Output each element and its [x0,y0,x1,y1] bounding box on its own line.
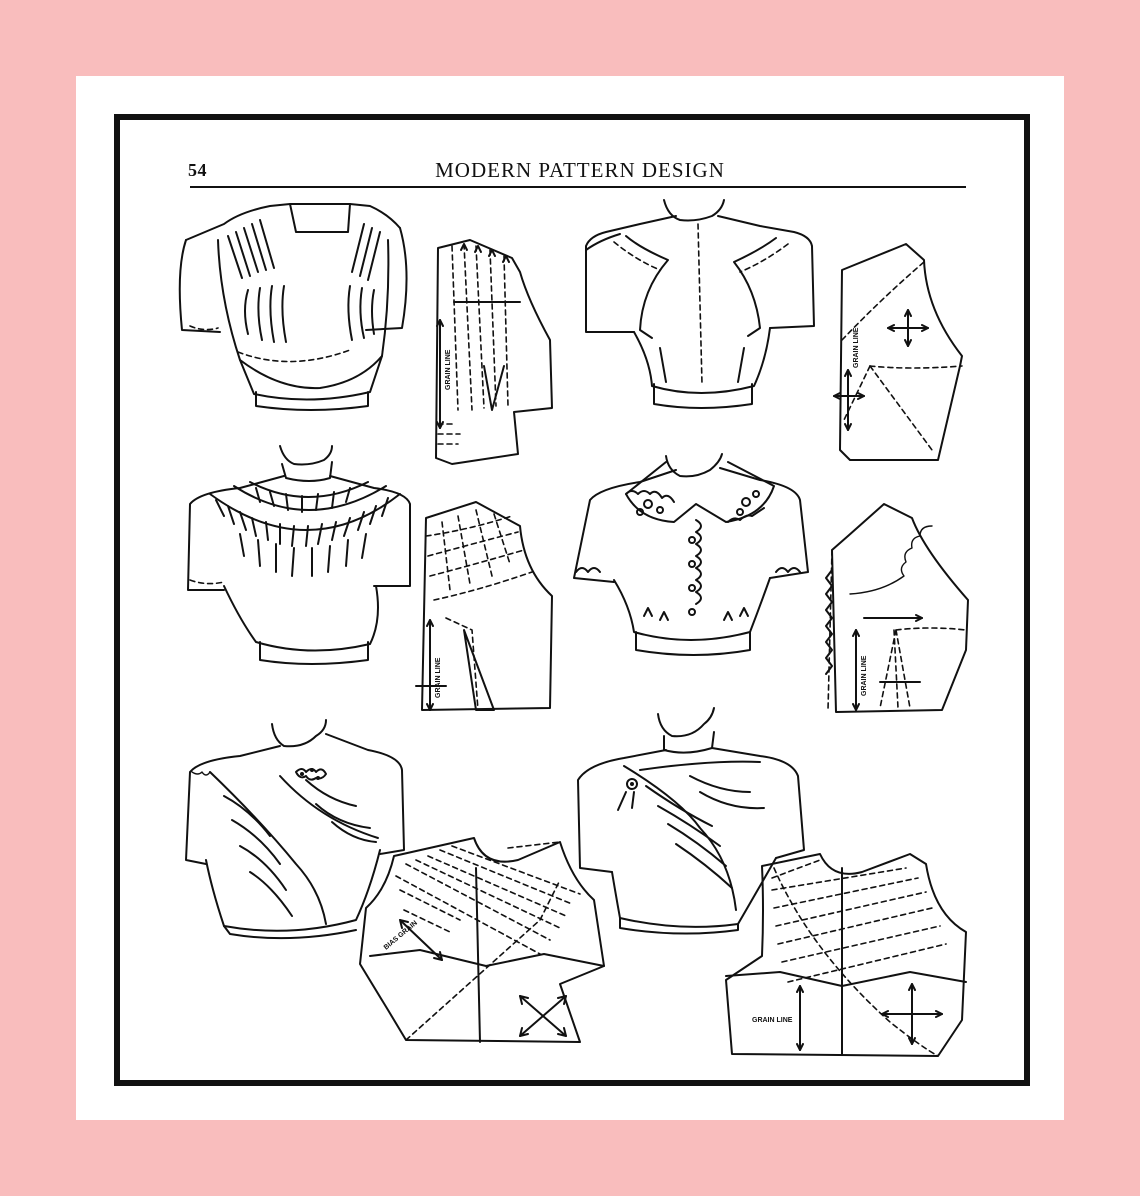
grain-line-label: GRAIN LINE [752,1017,793,1024]
pattern-piece-crossover-drape: BIAS GRAIN [359,837,605,1043]
grain-line-label: GRAIN LINE [853,327,860,368]
bodice-illustration-smocked-yoke [187,445,411,665]
illustration-plate: GRAIN LINE [178,199,969,1057]
pattern-piece-asymmetric-drape: GRAIN LINE [725,853,967,1057]
pattern-piece-smocked-yoke: GRAIN LINE [415,501,553,711]
page-number: 54 [188,160,207,180]
bodice-illustration-asymmetric-drape [577,707,805,935]
grain-line-label: GRAIN LINE [445,349,452,390]
pattern-piece-tucked-yoke: GRAIN LINE [435,239,553,465]
grain-line-label: GRAIN LINE [435,657,442,698]
bodice-illustration-tucked-yoke [178,203,408,411]
grain-line-label: GRAIN LINE [861,655,868,696]
book-page: 54 MODERN PATTERN DESIGN [114,114,1030,1086]
page-title: MODERN PATTERN DESIGN [435,158,725,182]
bodice-illustration-scalloped-collar [573,453,809,656]
pattern-piece-curved-seams: GRAIN LINE [833,243,963,461]
bodice-illustration-curved-seams [585,199,815,409]
pattern-piece-scalloped-collar: GRAIN LINE [825,503,969,713]
header-rule [190,186,966,188]
bodice-illustration-crossover-drape [185,719,405,940]
